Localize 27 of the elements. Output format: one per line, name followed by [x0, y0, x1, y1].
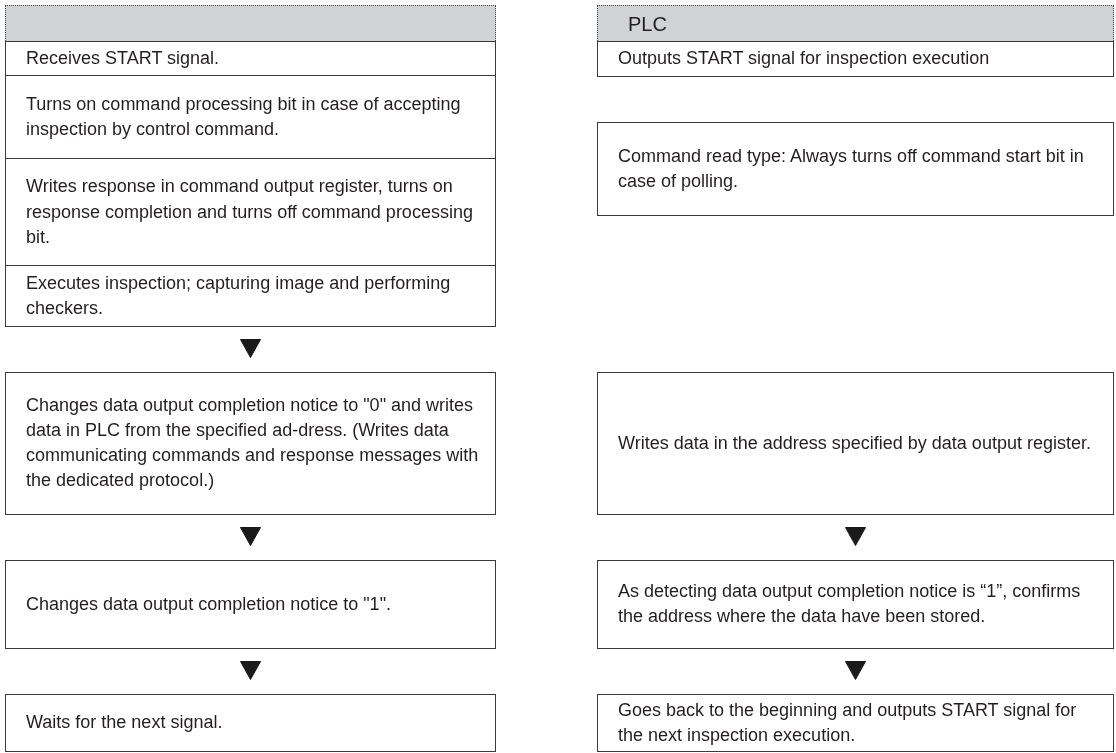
process-box: [597, 372, 1114, 515]
step-text: Writes data in the address specified by data output register.: [618, 431, 1091, 455]
step-text: Receives START signal.: [26, 47, 220, 71]
step-text: Outputs START signal for inspection execution: [618, 47, 990, 71]
step-text: Changes data output completion notice to "0" and writes data in PLC from the specified ad-dress. (Writes data communicating commands and response messages with the dedicated protocol.): [26, 393, 480, 493]
process-box: [5, 158, 496, 267]
header-band: [5, 5, 496, 43]
process-box: [5, 41, 496, 77]
header-band: [597, 5, 1114, 43]
process-box: [5, 75, 496, 160]
column-title: PLC: [627, 12, 667, 38]
process-box: [597, 122, 1114, 216]
process-box: [597, 560, 1114, 649]
step-text: Goes back to the beginning and outputs START signal for the next inspection execution.: [618, 698, 1078, 747]
step-text: Executes inspection; capturing image and performing checkers.: [26, 271, 452, 320]
process-box: [5, 265, 496, 327]
process-box: [5, 372, 496, 515]
process-box: [597, 41, 1114, 77]
step-text: As detecting data output completion notice is “1”, confirms the address where the data have been stored.: [618, 580, 1082, 629]
process-box: [5, 560, 496, 649]
process-box: [5, 694, 496, 752]
step-text: Waits for the next signal.: [26, 711, 223, 735]
step-text: Command read type: Always turns off command start bit in case of polling.: [618, 144, 1085, 193]
step-text: Turns on command processing bit in case of accepting inspection by control command.: [26, 93, 462, 142]
step-text: Changes data output completion notice to "1".: [26, 592, 392, 616]
process-box: [597, 694, 1114, 752]
step-text: Writes response in command output register, turns on response completion and turns off command processing bit.: [26, 175, 474, 249]
